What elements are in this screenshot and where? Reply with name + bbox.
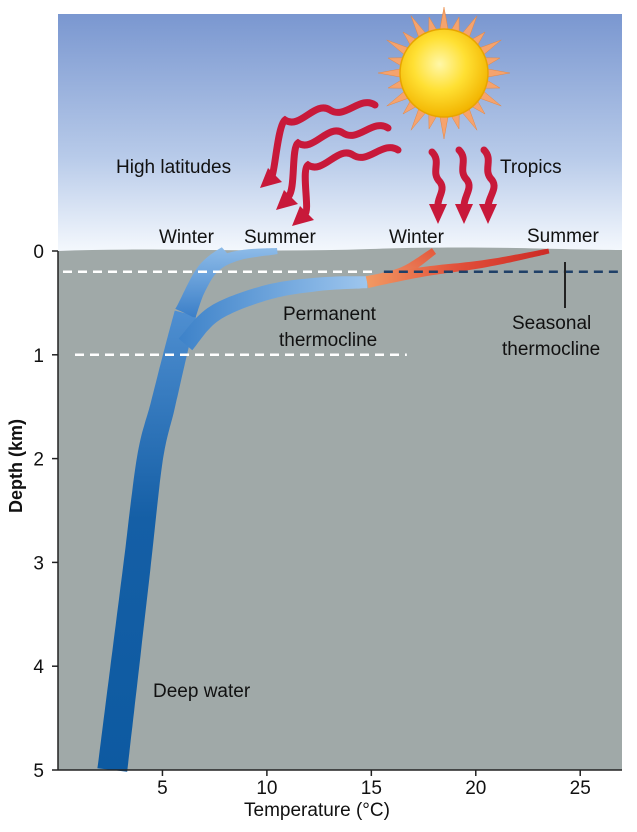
x-tick-label: 10 <box>256 778 277 799</box>
winter-left-label: Winter <box>159 227 215 248</box>
x-tick-label: 20 <box>465 778 486 799</box>
wavy-arrow-icon <box>301 144 402 218</box>
x-axis-label: Temperature (°C) <box>244 800 390 821</box>
wavy-arrow-icon <box>455 146 473 210</box>
x-axis-ticks: 5 10 15 20 25 <box>157 770 591 799</box>
tropics-label: Tropics <box>500 157 562 178</box>
y-tick-label: 1 <box>33 346 44 367</box>
profile-summer <box>366 248 550 288</box>
profile-summer <box>177 248 278 318</box>
deep-water-label: Deep water <box>153 681 251 702</box>
permanent-thermocline-label-line2: thermocline <box>279 330 377 351</box>
seasonal-thermocline-label-line1: Seasonal <box>512 313 591 334</box>
seasonal-thermocline-label-line2: thermocline <box>502 339 600 360</box>
temperature-profiles <box>97 247 550 772</box>
sun-icon <box>377 6 511 140</box>
profile-permanent-thermocline <box>178 276 368 351</box>
tropics-radiation-arrows <box>428 146 498 210</box>
wavy-arrow-icon <box>428 148 446 210</box>
tropics-arrowheads <box>429 204 497 224</box>
wavy-arrow-icon <box>480 146 498 210</box>
y-tick-label: 0 <box>33 242 44 263</box>
summer-left-label: Summer <box>244 227 316 248</box>
y-axis-label: Depth (km) <box>6 419 26 513</box>
winter-right-label: Winter <box>389 227 445 248</box>
wavy-arrow-icon <box>284 122 392 201</box>
high-latitude-arrowheads <box>260 168 314 226</box>
wavy-arrow-icon <box>268 99 379 180</box>
y-tick-label: 2 <box>33 450 44 471</box>
ocean-body <box>58 247 622 770</box>
profile-deep-water <box>97 310 197 772</box>
x-tick-label: 25 <box>570 778 591 799</box>
thermocline-boundaries <box>63 270 619 357</box>
x-tick-label: 5 <box>157 778 168 799</box>
y-tick-label: 5 <box>33 761 44 782</box>
y-tick-label: 4 <box>33 657 44 678</box>
permanent-thermocline-label-line1: Permanent <box>283 304 377 325</box>
y-tick-label: 3 <box>33 553 44 574</box>
y-axis-ticks: 0 1 2 3 4 5 <box>33 242 58 782</box>
x-tick-label: 15 <box>361 778 382 799</box>
summer-right-label: Summer <box>527 226 599 247</box>
high-latitude-radiation-arrows <box>268 99 402 218</box>
high-latitudes-label: High latitudes <box>116 157 231 178</box>
